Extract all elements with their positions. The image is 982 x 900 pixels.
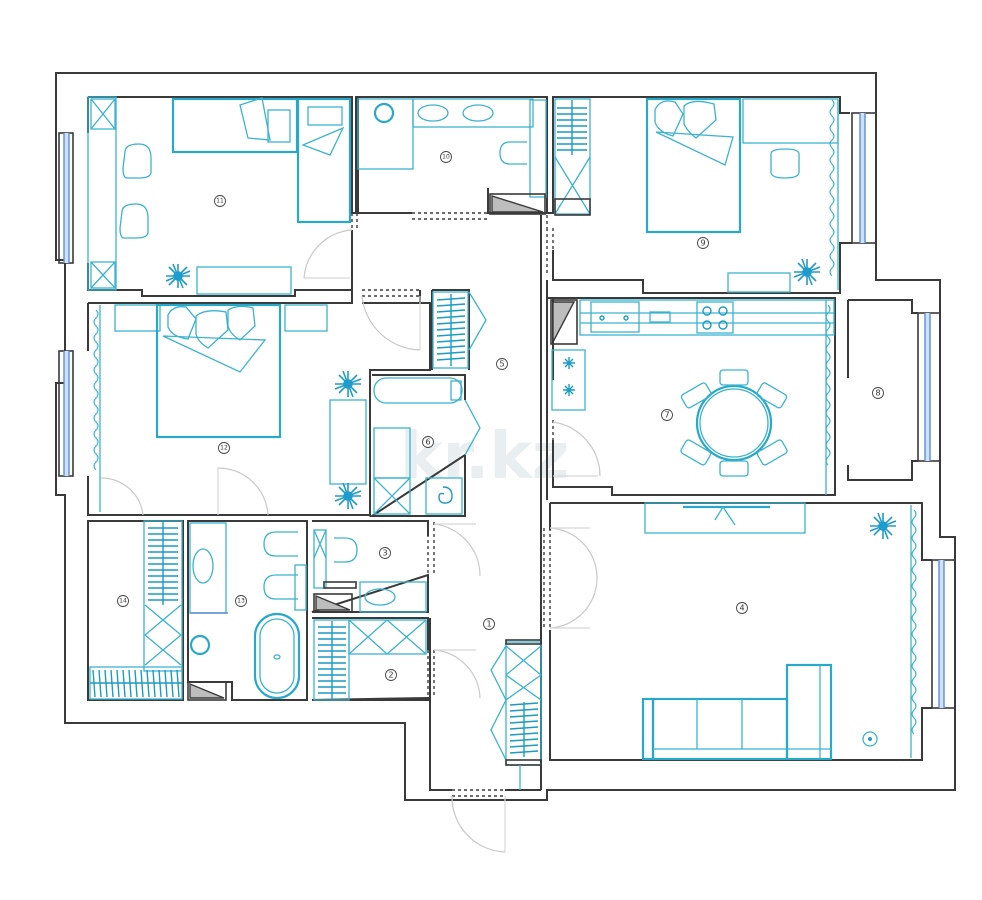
svg-text:4: 4: [739, 604, 744, 613]
room-label-6: 6: [422, 436, 434, 448]
room-label-13: 13: [235, 595, 247, 607]
room-label-14: 14: [117, 595, 129, 607]
svg-text:7: 7: [664, 411, 669, 420]
room-2: [311, 617, 481, 701]
room-3: [311, 520, 481, 613]
svg-text:11: 11: [216, 198, 224, 205]
room-9: [546, 96, 852, 294]
room-6: [368, 374, 481, 517]
svg-text:6: 6: [425, 438, 430, 447]
svg-text:10: 10: [442, 154, 450, 161]
room-14: [87, 520, 184, 701]
svg-text:14: 14: [119, 598, 127, 605]
svg-text:9: 9: [700, 239, 705, 248]
room-label-4: 4: [736, 602, 748, 614]
svg-text:3: 3: [382, 549, 387, 558]
room-11: [87, 96, 358, 297]
room-label-2: 2: [385, 669, 397, 681]
svg-text:1: 1: [486, 620, 491, 629]
svg-text:2: 2: [388, 671, 393, 680]
svg-text:5: 5: [499, 360, 504, 369]
room-label-5: 5: [496, 358, 508, 370]
svg-text:13: 13: [237, 598, 245, 605]
room-10: [357, 96, 548, 220]
room-label-9: 9: [697, 237, 709, 249]
svg-text:8: 8: [875, 389, 880, 398]
room-4: [543, 502, 932, 761]
room-8: [847, 299, 918, 481]
room-7: [546, 297, 836, 496]
svg-text:12: 12: [220, 445, 228, 452]
room-13: [187, 520, 308, 701]
room-label-11: 11: [214, 195, 226, 207]
room-label-10: 10: [440, 151, 452, 163]
room-1: [429, 618, 542, 853]
windows: [58, 112, 956, 709]
room-label-7: 7: [661, 409, 673, 421]
room-labels: 1 2 3 4 5 6 7 8 9 10 11 12 13 14: [117, 151, 884, 681]
room-12: [87, 229, 431, 522]
room-label-3: 3: [379, 547, 391, 559]
room-label-1: 1: [483, 618, 495, 630]
room-label-12: 12: [218, 442, 230, 454]
room-label-8: 8: [872, 387, 884, 399]
